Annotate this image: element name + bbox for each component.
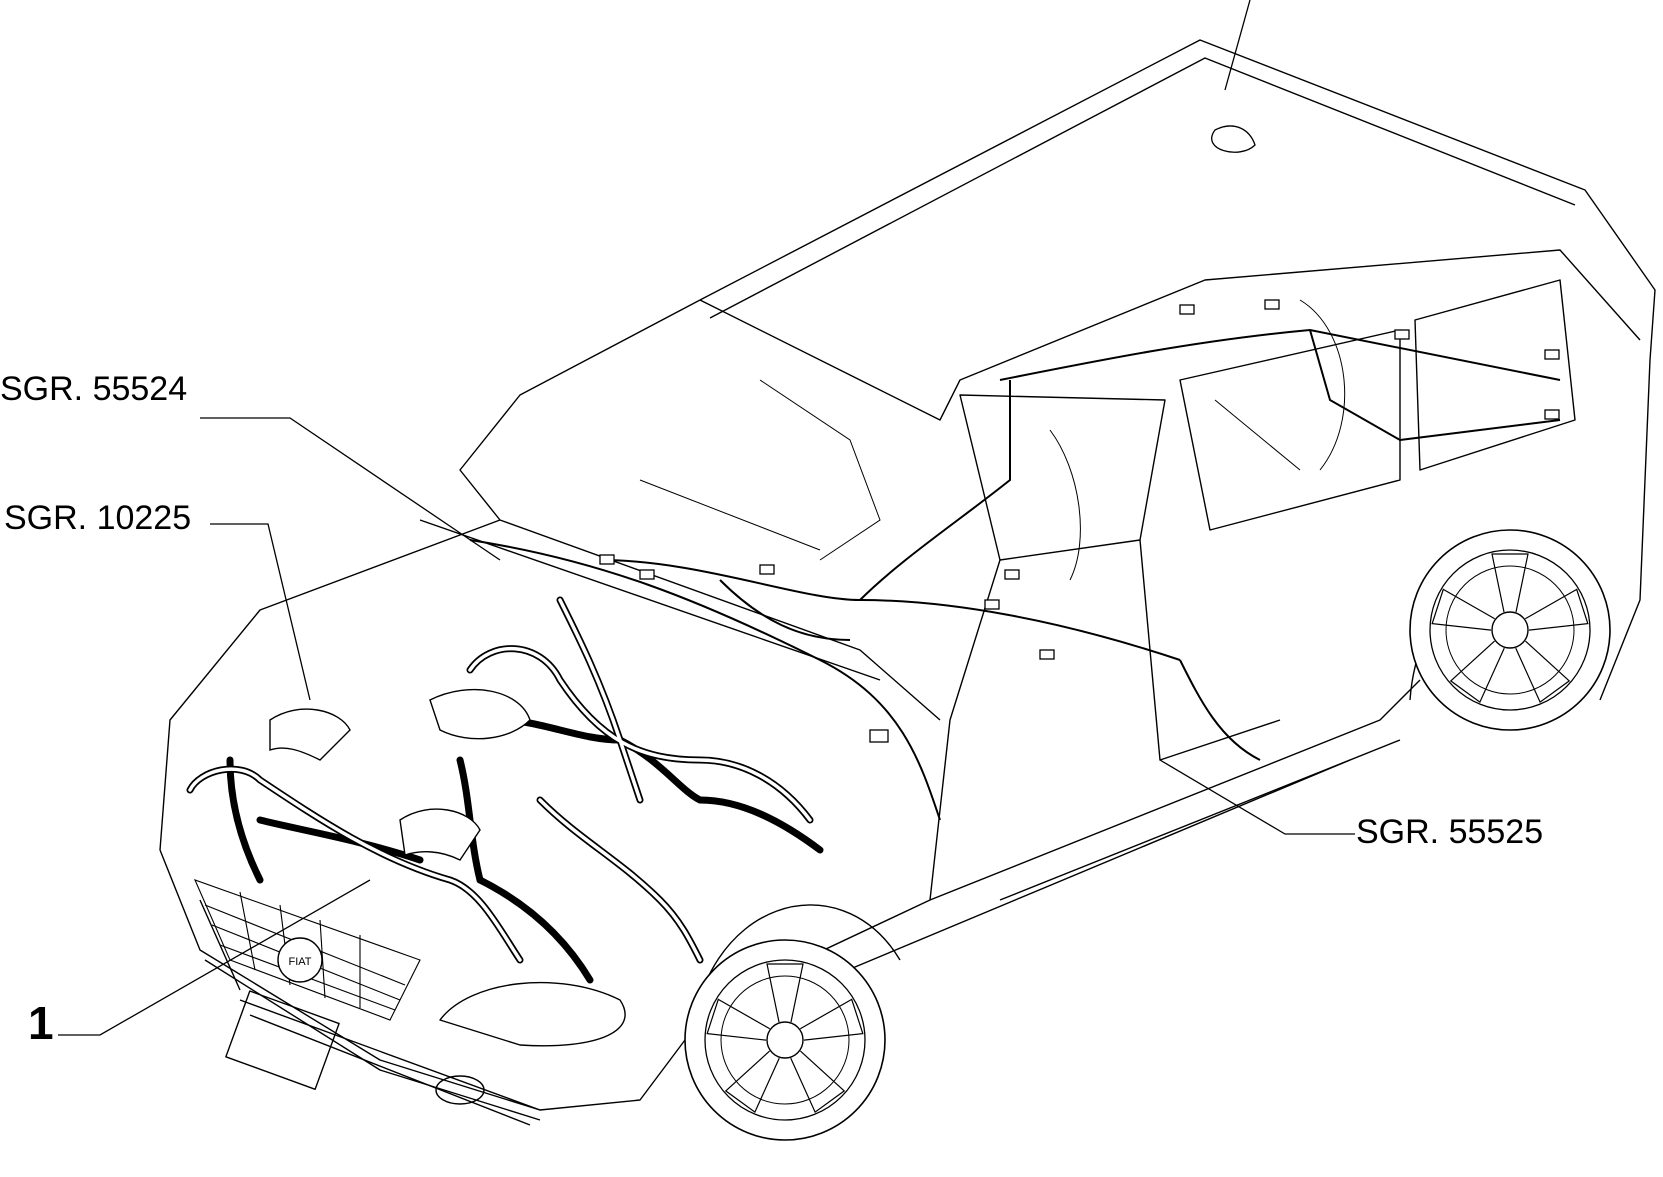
label-sgr-55524: SGR. 55524 [0,370,188,408]
label-item-1: 1 [28,997,54,1049]
front-wheel [684,939,886,1141]
engine-harness [186,596,824,984]
engine-harness-core [188,598,812,962]
brand-badge-text: FIAT [288,956,311,968]
body-harness [469,328,1561,821]
air-intake-duct [269,688,531,861]
body-harness-connectors [599,299,1560,743]
brand-badge [277,937,323,983]
leader-sgr-55524 [200,417,501,561]
leader-sgr-10225 [210,523,311,701]
rear-wheel [1409,529,1611,731]
leader-sgr-55525 [1159,759,1355,835]
label-sgr-55525: SGR. 55525 [1356,813,1544,851]
interior-seats [639,299,1346,581]
label-sgr-10225: SGR. 10225 [4,499,192,537]
leader-item-1 [58,879,371,1036]
leader-lines [58,417,1355,1036]
front-grille [193,879,421,1021]
antenna [1211,0,1256,153]
